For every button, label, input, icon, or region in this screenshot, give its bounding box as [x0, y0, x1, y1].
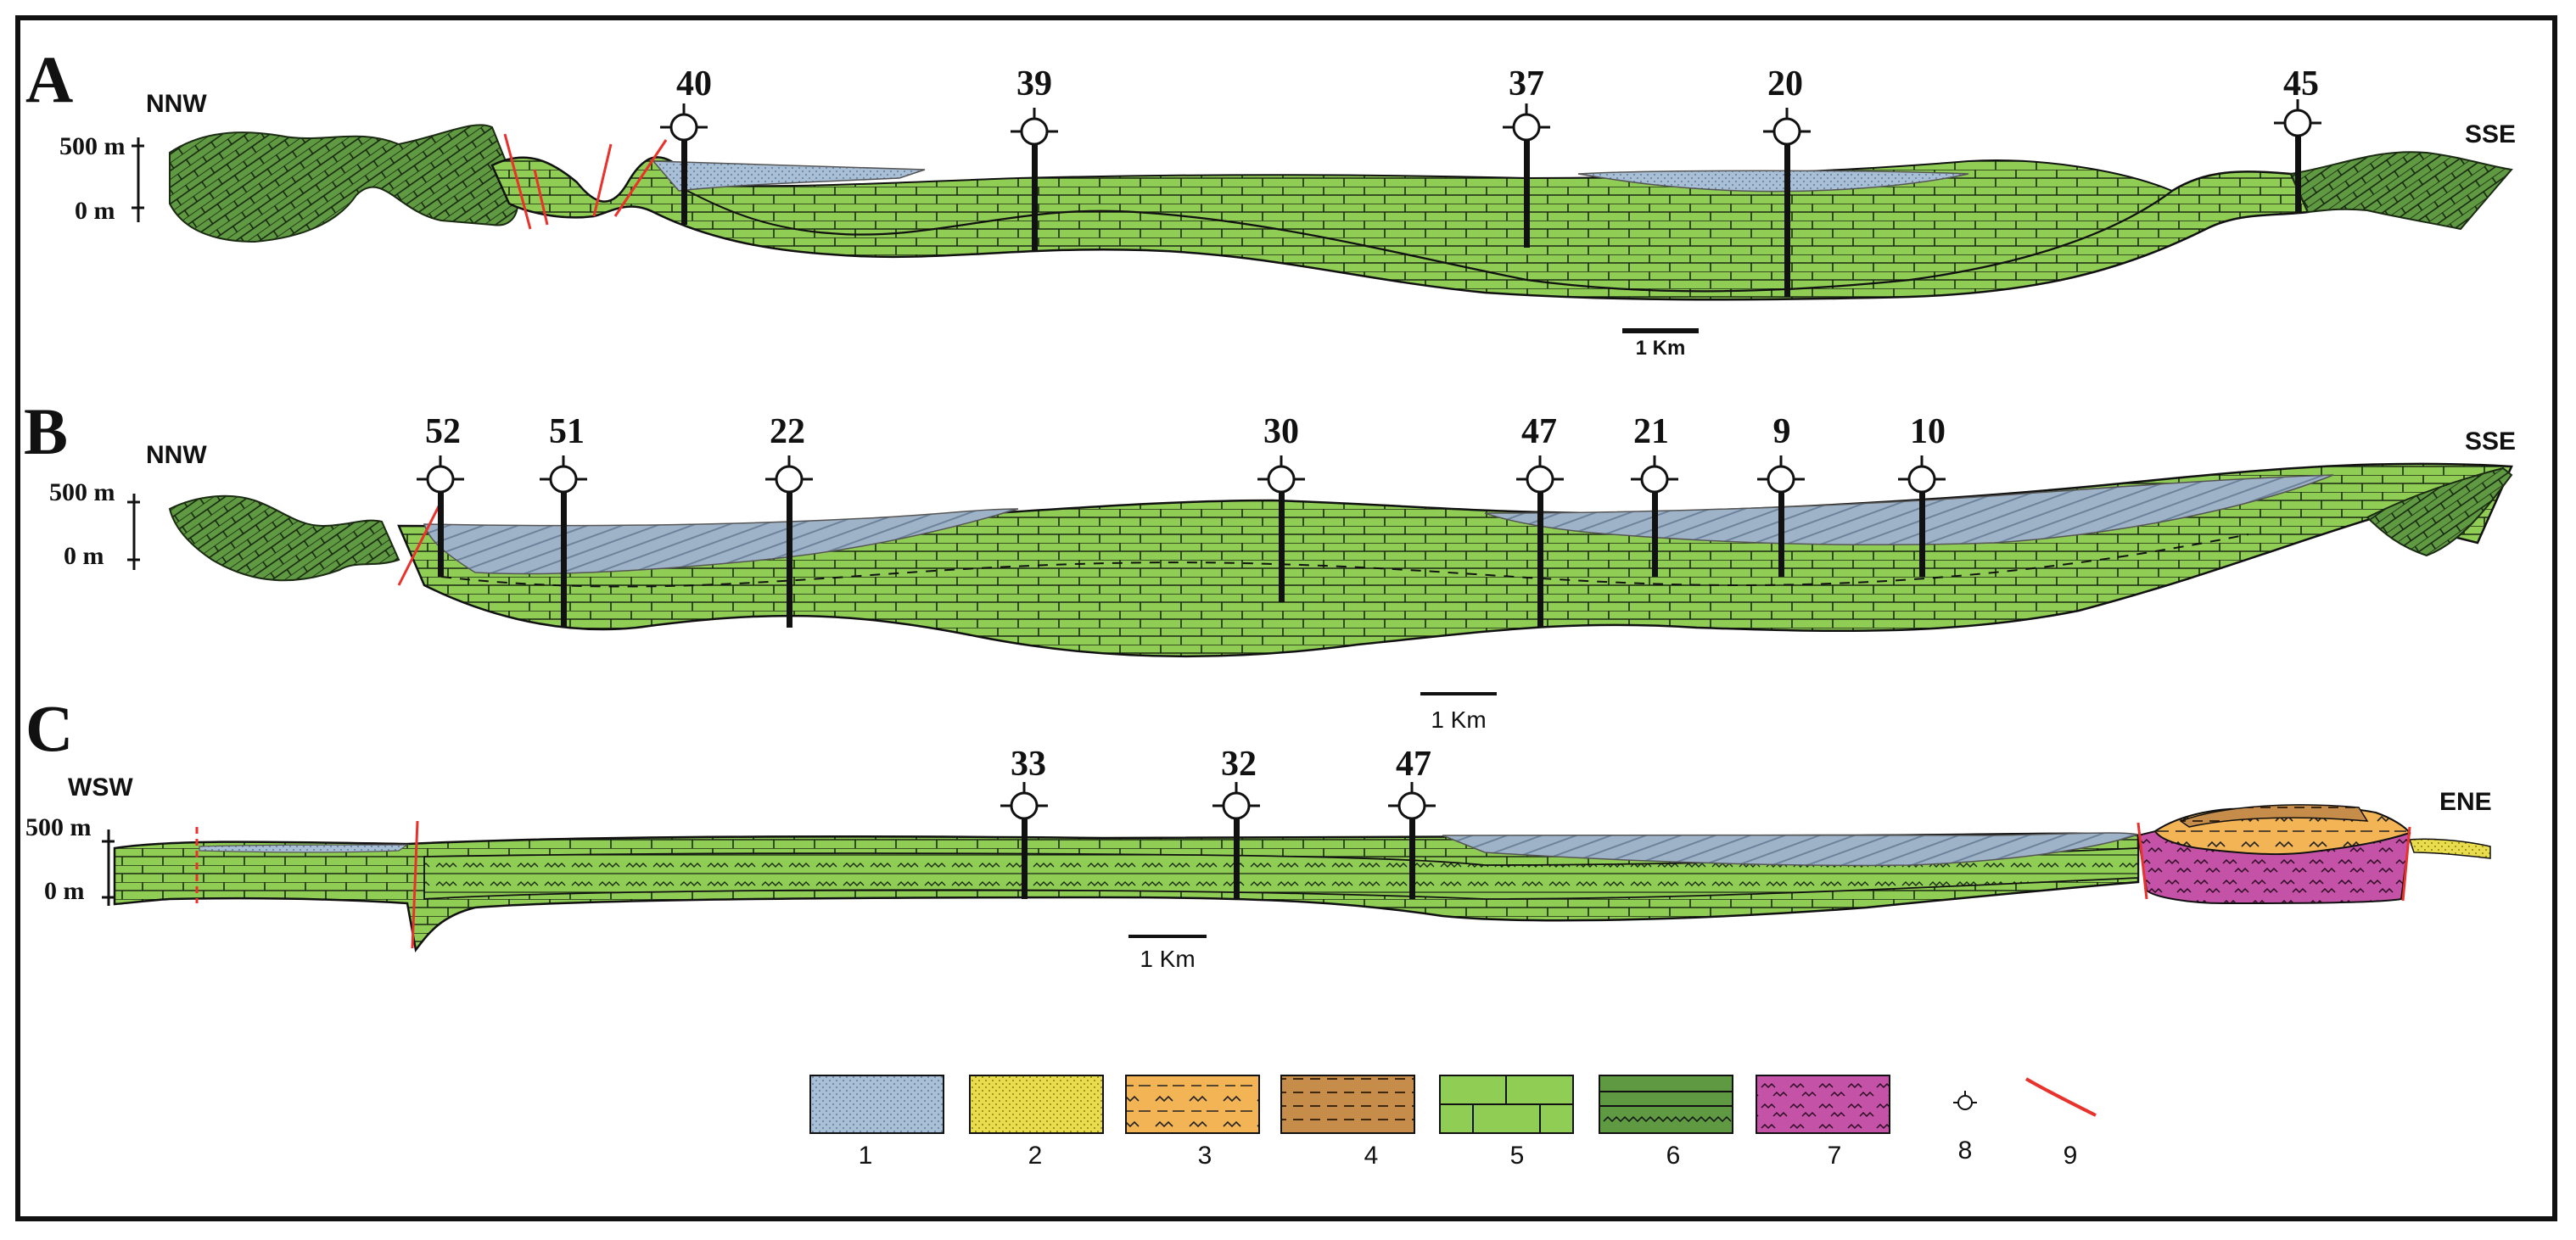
section-a-scale-label: 1 Km [1636, 337, 1686, 360]
section-a-well-39-label: 39 [1016, 64, 1052, 103]
section-a-well-20-label: 20 [1767, 64, 1803, 103]
legend-item-2: 2 [970, 1075, 1103, 1170]
legend-label-6: 6 [1666, 1142, 1681, 1170]
section-b-left-direction: NNW [146, 441, 207, 469]
section-a-left-direction: NNW [146, 90, 207, 118]
legend-label-2: 2 [1028, 1142, 1043, 1170]
section-c-left-direction: WSW [68, 774, 133, 802]
section-c-well-47-label: 47 [1396, 745, 1431, 784]
legend-label-3: 3 [1198, 1142, 1212, 1170]
section-b-scale-label: 1 Km [1431, 707, 1486, 733]
section-c-y-axis [102, 829, 115, 906]
section-b-well-52-label: 52 [425, 412, 461, 451]
legend-label-8: 8 [1958, 1137, 1973, 1165]
legend-item-3: 3 [1126, 1075, 1259, 1170]
section-a-ylabel-500: 500 m [59, 132, 126, 160]
section-a-ylabel-0: 0 m [75, 197, 115, 225]
section-c: C WSW ENE 500 m 0 m 33 32 [25, 691, 2492, 972]
legend-label-9: 9 [2064, 1142, 2078, 1170]
section-b-well-47-label: 47 [1521, 412, 1557, 451]
section-c-right-direction: ENE [2439, 788, 2492, 816]
legend: 1 2 3 4 5 6 7 [810, 1075, 2096, 1170]
legend-label-7: 7 [1828, 1142, 1842, 1170]
section-b-letter: B [24, 394, 68, 468]
section-a-well-40-label: 40 [676, 64, 712, 103]
section-a-right-direction: SSE [2465, 120, 2516, 148]
legend-label-1: 1 [859, 1142, 873, 1170]
section-c-ylabel-0: 0 m [44, 877, 85, 905]
section-b-ylabel-0: 0 m [64, 542, 104, 570]
section-c-well-33-label: 33 [1011, 745, 1046, 784]
section-b-left-fold [170, 496, 399, 580]
section-a-y-axis [132, 137, 144, 222]
section-b-well-51-label: 51 [549, 412, 585, 451]
section-c-well-32-label: 32 [1221, 745, 1257, 784]
legend-label-5: 5 [1510, 1142, 1525, 1170]
section-a: A NNW SSE 500 m 0 m 40 [25, 42, 2516, 360]
section-b: B NNW SSE 500 m 0 m 52 51 22 [24, 394, 2516, 733]
legend-label-4: 4 [1364, 1142, 1379, 1170]
section-b-well-9-label: 9 [1773, 412, 1791, 451]
section-a-left-fold [170, 125, 518, 242]
section-a-well-37-label: 37 [1509, 64, 1544, 103]
section-c-scale-label: 1 Km [1140, 946, 1195, 972]
section-b-well-30-label: 30 [1263, 412, 1299, 451]
section-b-well-10-label: 10 [1910, 412, 1946, 451]
section-a-letter: A [25, 42, 73, 116]
legend-item-6: 6 [1599, 1075, 1733, 1170]
legend-item-9: 9 [2026, 1079, 2096, 1170]
legend-item-4: 4 [1281, 1075, 1414, 1170]
section-c-yellow-beds [2410, 839, 2490, 858]
section-b-y-axis [127, 494, 140, 570]
section-b-well-21-label: 21 [1633, 412, 1669, 451]
section-b-ylabel-500: 500 m [49, 478, 115, 506]
legend-item-7: 7 [1756, 1075, 1890, 1170]
legend-item-8: 8 [1953, 1091, 1977, 1165]
well-symbol-icon [1958, 1096, 1972, 1109]
section-b-well-22-label: 22 [770, 412, 805, 451]
section-a-right-block [2291, 152, 2512, 229]
section-c-blue-cover-1 [199, 845, 407, 852]
section-c-letter: C [25, 691, 73, 765]
legend-item-1: 1 [810, 1075, 944, 1170]
legend-item-5: 5 [1440, 1075, 1573, 1170]
section-a-well-45-label: 45 [2283, 64, 2319, 103]
section-b-right-direction: SSE [2465, 427, 2516, 455]
fault-line-icon [2026, 1079, 2096, 1115]
section-c-ylabel-500: 500 m [25, 813, 92, 841]
